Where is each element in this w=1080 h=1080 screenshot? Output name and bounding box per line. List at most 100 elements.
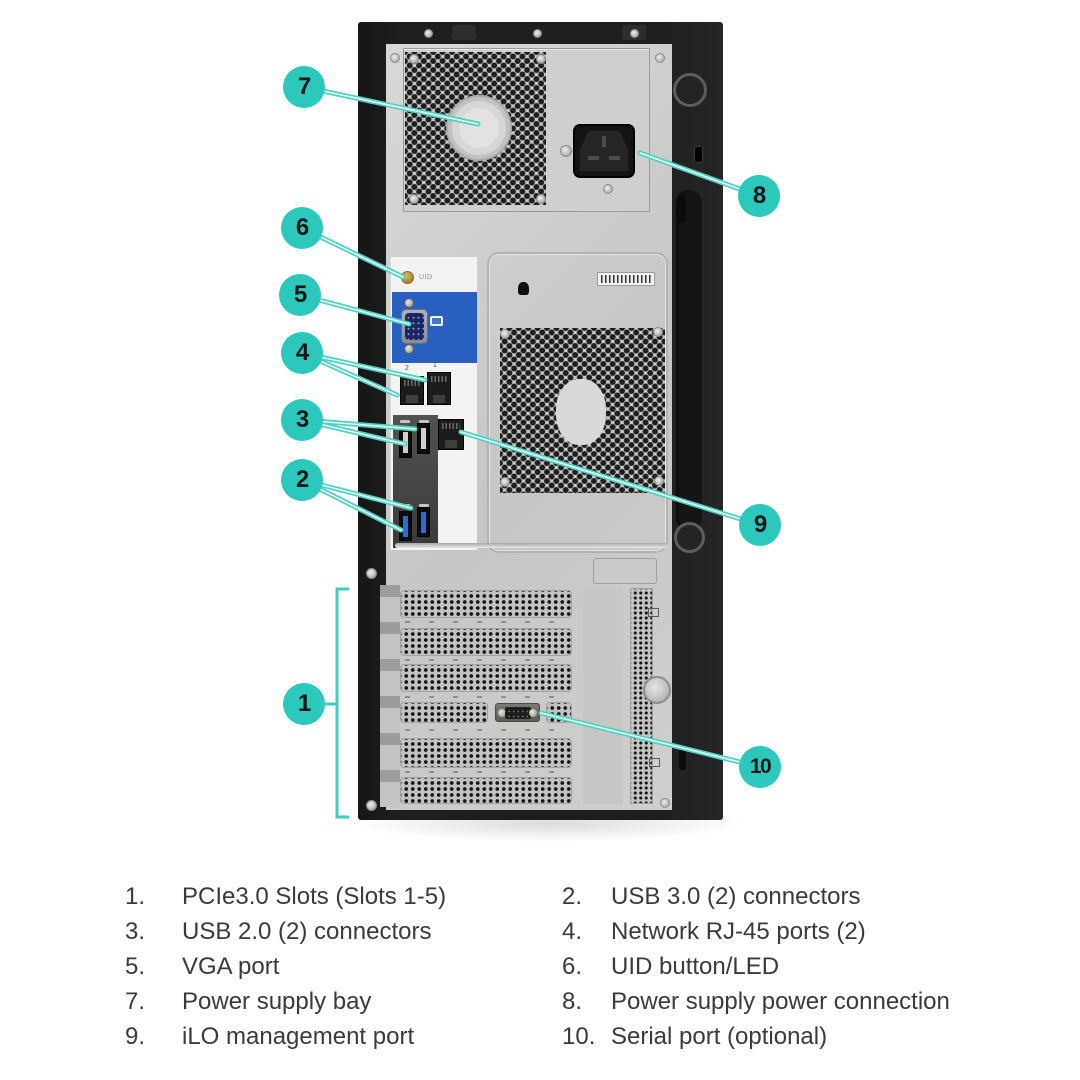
screw-icon (560, 145, 572, 157)
thumbscrew-icon (674, 522, 705, 553)
chassis-shadow (348, 816, 748, 842)
callout-9: 9 (739, 504, 781, 546)
callout-4: 4 (281, 332, 323, 374)
ilo-management-port (438, 419, 464, 450)
callout-5-number: 5 (293, 281, 307, 308)
side-handle-groove (676, 190, 702, 530)
callout-4-number: 4 (295, 339, 309, 366)
callout-2: 2 (281, 459, 323, 501)
usb3-label-icon (419, 504, 429, 507)
callout-10-number: 10 (749, 755, 772, 778)
nic-label-2: 2 (405, 365, 409, 372)
screw-icon (653, 327, 663, 337)
serial-slot-cover-right (546, 702, 572, 723)
screw-icon (660, 798, 670, 808)
legend-label: Power supply power connection (611, 988, 950, 1015)
kensington-lock-slot (694, 146, 703, 163)
legend-item-1: 1. PCIe3.0 Slots (Slots 1-5) (125, 885, 562, 909)
screw-icon (533, 29, 542, 38)
legend-label: iLO management port (182, 1023, 415, 1050)
pcie-slot-cover-2 (400, 628, 572, 656)
monitor-icon (430, 316, 443, 326)
uid-label: UID (419, 274, 433, 281)
network-rj45-port-2 (400, 376, 424, 405)
callout-8: 8 (738, 175, 780, 217)
screw-icon (366, 568, 377, 579)
screw-icon (366, 800, 377, 811)
pcie-slot-cover-3 (400, 664, 572, 692)
legend-label: UID button/LED (611, 953, 780, 980)
chassis-peg (518, 282, 529, 295)
slot-separator (405, 771, 565, 773)
vent-slot (679, 748, 686, 770)
fan-panel-groove (487, 252, 668, 553)
vga-pins (405, 313, 424, 340)
slot-separator (405, 621, 565, 623)
legend-num: 3. (125, 918, 146, 945)
callout-1: 1 (283, 683, 325, 725)
legend-label: VGA port (182, 953, 280, 980)
callout-6-number: 6 (295, 214, 309, 241)
legend-label: Serial port (optional) (611, 1023, 828, 1050)
slot-separator (405, 659, 565, 661)
legend-item-5: 5.VGA port (125, 955, 562, 979)
legend-num: 1. (125, 883, 146, 910)
callout-7-number: 7 (297, 73, 311, 100)
usb3-port (399, 511, 412, 541)
legend-item-8: 8. Power supply power connection (562, 990, 1005, 1014)
usb2-label-icon (400, 420, 410, 423)
callout-8-number: 8 (752, 182, 766, 209)
vent-slot (679, 196, 686, 222)
usb3-label-icon (400, 504, 410, 507)
callout-10: 10 (739, 746, 781, 788)
screw-icon (654, 476, 664, 486)
usb2-label-icon (419, 420, 429, 423)
callout-9-number: 9 (753, 511, 767, 538)
usb3-port (417, 507, 430, 537)
legend-label: USB 2.0 (2) connectors (182, 918, 432, 945)
callout-3-number: 3 (295, 406, 309, 433)
legend-item-6: 6. UID button/LED (562, 955, 1005, 979)
screw-icon (424, 29, 433, 38)
slot-separator (405, 729, 565, 731)
callout-7: 7 (283, 66, 325, 108)
slot-guide-tabs (380, 585, 400, 807)
legend-num: 2. (562, 883, 583, 910)
barcode-label (597, 272, 655, 286)
slot-separator (405, 696, 565, 698)
legend-item-4: 4.Network RJ-45 ports (2) (562, 920, 1005, 944)
screw-icon (390, 53, 400, 63)
callout-3: 3 (281, 399, 323, 441)
screw-icon (500, 477, 510, 487)
callout-5: 5 (279, 274, 321, 316)
usb2-port (417, 423, 430, 454)
legend-item-2: 2. USB 3.0 (2) connectors (562, 885, 1005, 909)
chassis-tab (452, 25, 476, 40)
callout-1-number: 1 (297, 690, 311, 717)
legend-num: 6. (562, 953, 583, 980)
legend-item-10: 10. Serial port (optional) (562, 1025, 1005, 1049)
serial-slot-cover-left (400, 702, 488, 723)
power-pin (602, 136, 606, 147)
psu-fan-hub-center (459, 108, 499, 148)
legend-num: 4. (562, 918, 583, 945)
panel-groove-line (395, 543, 668, 548)
screw-icon (500, 329, 510, 339)
usb2-port (399, 427, 412, 458)
screw-icon (409, 54, 419, 64)
screw-icon (630, 29, 639, 38)
screw-icon (603, 184, 613, 194)
legend-label: Power supply bay (182, 988, 372, 1015)
legend-num: 7. (125, 988, 146, 1015)
legend-num: 10. (562, 1023, 596, 1050)
legend-label: USB 3.0 (2) connectors (611, 883, 861, 910)
pcie-slot-cover-5 (400, 777, 572, 804)
pcie-slot-cover-4 (400, 738, 572, 768)
callout-6: 6 (281, 207, 323, 249)
legend-num: 8. (562, 988, 583, 1015)
legend-label: PCIe3.0 Slots (Slots 1-5) (182, 883, 447, 910)
slot-retention-bracket (593, 558, 657, 584)
latch-icon (648, 608, 659, 617)
power-pin (609, 156, 620, 160)
